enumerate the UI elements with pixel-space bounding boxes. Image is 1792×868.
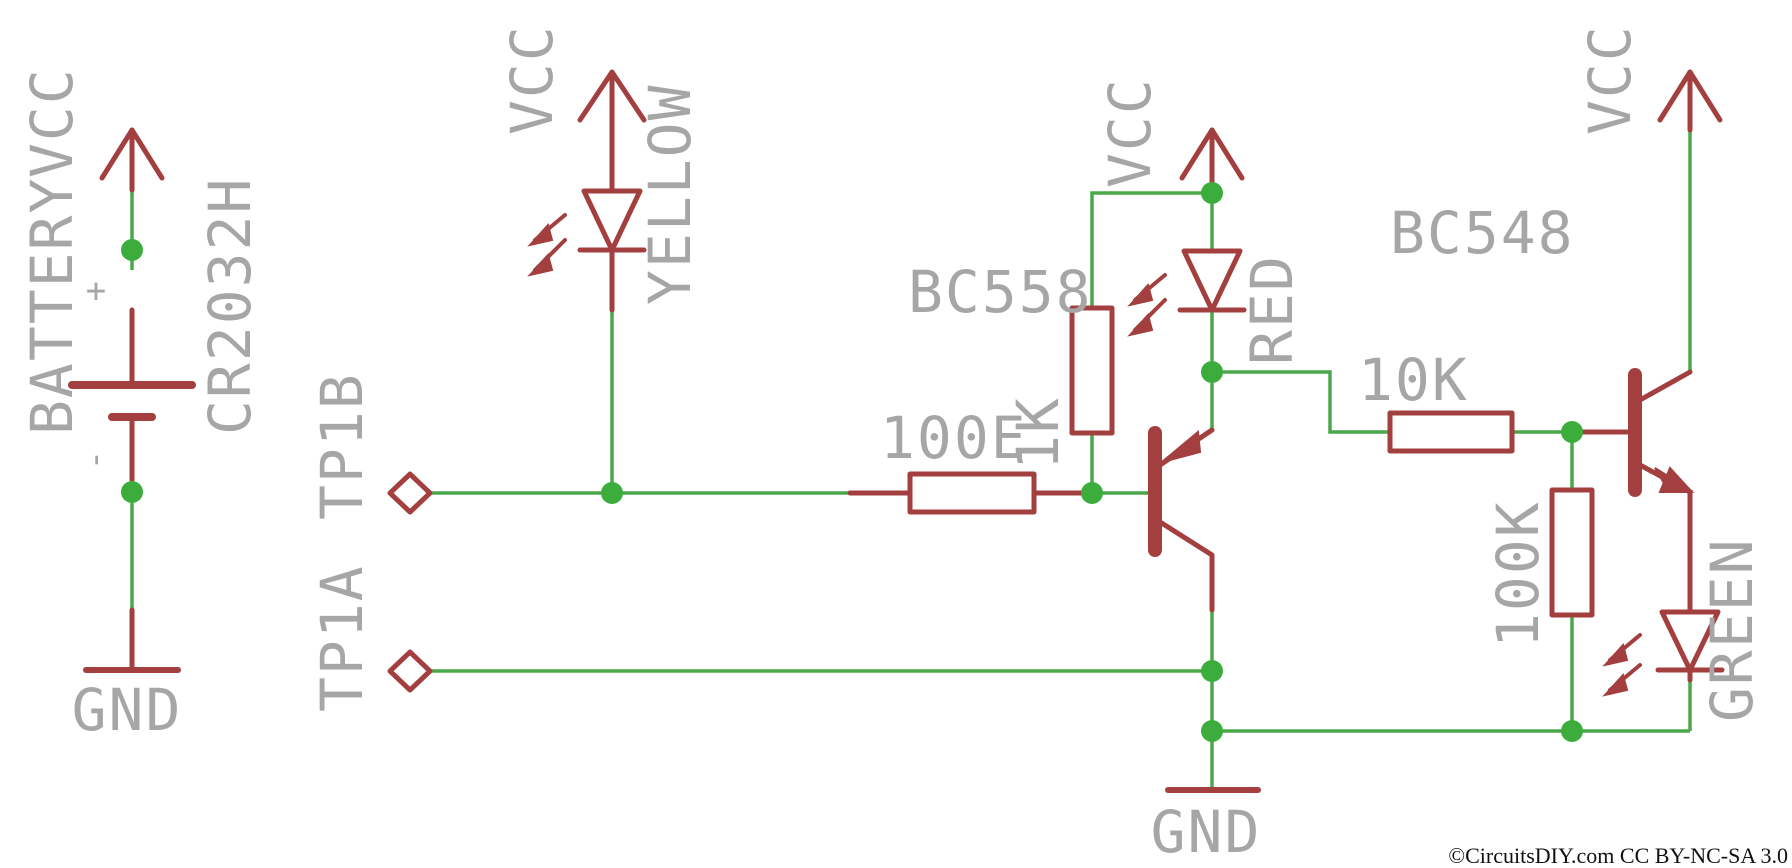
- resistor-1k-symbol: [1069, 305, 1115, 436]
- green-led-symbol: [1602, 607, 1725, 697]
- gnd-main-label: GND: [1151, 798, 1262, 866]
- yellow-led-symbol: [527, 69, 647, 313]
- junction-dot: [1201, 182, 1223, 204]
- junction-dot: [1201, 720, 1223, 742]
- junction-dot: [1561, 720, 1583, 742]
- vcc-yellow-label: VCC: [498, 24, 566, 135]
- battery-minus-label: -: [75, 450, 115, 470]
- resistor-100e-symbol: [847, 471, 1095, 515]
- resistor-100k-label: 100K: [1484, 500, 1552, 648]
- wire-to-10k: [1212, 370, 1390, 434]
- yellow-led-label: YELLOW: [636, 83, 704, 305]
- wires: [130, 130, 1692, 790]
- resistor-100e-label: 100E: [880, 404, 1028, 472]
- red-led-label: RED: [1238, 254, 1306, 365]
- wire-1k-bias: [1090, 433, 1150, 495]
- junction-dot: [1201, 660, 1223, 682]
- tp1a-pad-icon: [387, 649, 433, 693]
- resistor-100k-symbol: [1549, 487, 1595, 618]
- battery-plus-label: +: [86, 271, 106, 311]
- tp1a-label: TP1A: [308, 564, 376, 712]
- junction-dot: [121, 481, 143, 503]
- junction-dot: [1081, 482, 1103, 504]
- vcc-arrow-icon: [99, 127, 165, 181]
- red-led-symbol: [1127, 127, 1247, 337]
- test-points: [387, 471, 433, 693]
- junction-dot: [1201, 361, 1223, 383]
- vcc-red-label: VCC: [1096, 77, 1164, 188]
- junction-dot: [1561, 421, 1583, 443]
- tp1b-label: TP1B: [308, 372, 376, 520]
- junction-dot: [121, 239, 143, 261]
- transistor-bc558-symbol: [1147, 426, 1215, 613]
- battery-name-label: BATTERY: [18, 177, 86, 435]
- resistor-1k-label: 1K: [1004, 396, 1072, 470]
- tp1b-pad-icon: [387, 471, 433, 515]
- gnd-battery-label: GND: [72, 676, 183, 744]
- battery-vcc-label: VCC: [18, 67, 86, 178]
- battery-value-label: CR2032H: [196, 177, 264, 435]
- battery-symbol: [68, 127, 196, 673]
- vcc-arrow-icon: [1179, 127, 1245, 181]
- transistor-bc548-symbol: [1569, 69, 1723, 613]
- transistor-bc558-label: BC558: [908, 258, 1093, 326]
- junction-dot: [601, 482, 623, 504]
- transistor-bc548-label: BC548: [1390, 199, 1575, 267]
- resistor-10k-label: 10K: [1358, 346, 1469, 414]
- junction-dots: [121, 182, 1583, 742]
- wire-1k-vcc: [1090, 191, 1212, 308]
- copyright-credit: ©CircuitsDIY.com CC BY-NC-SA 3.0: [1448, 843, 1788, 868]
- resistor-10k-symbol: [1387, 410, 1515, 454]
- vcc-arrow-icon: [577, 69, 647, 123]
- vcc-right-label: VCC: [1576, 24, 1644, 135]
- green-led-label: GREEN: [1698, 537, 1766, 722]
